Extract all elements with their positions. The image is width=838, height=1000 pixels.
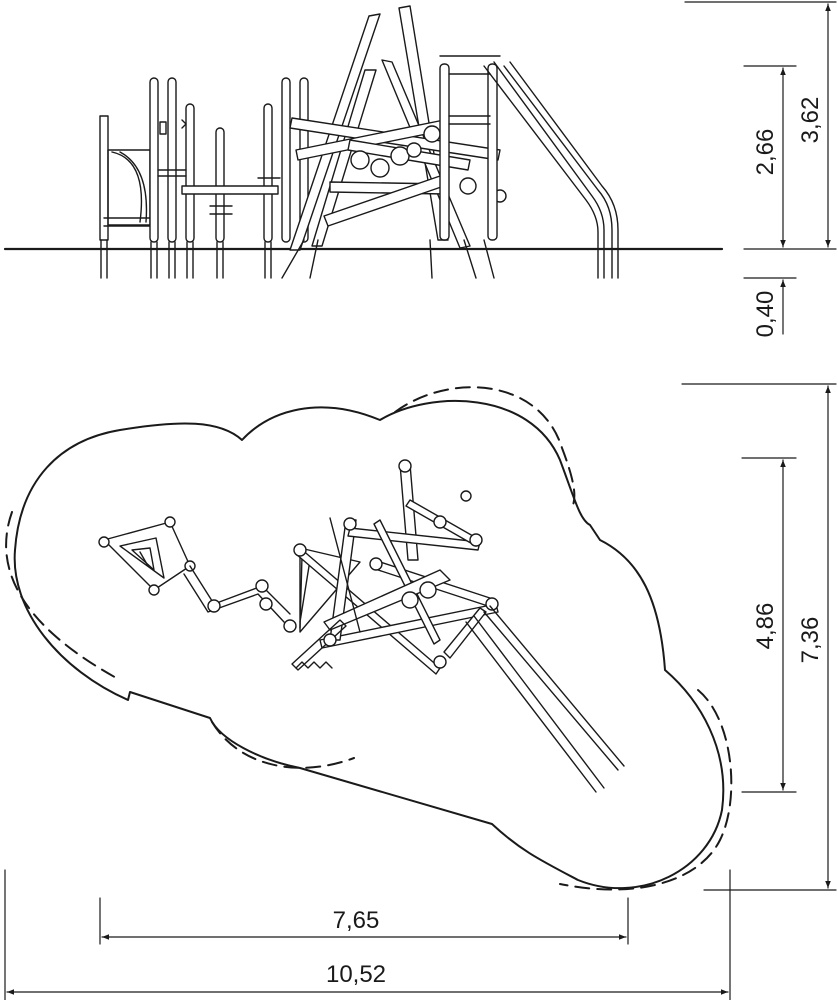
side-elevation-view: 2,66 3,62 0,40 (3, 1, 837, 338)
plan-slide (465, 605, 625, 793)
plan-view: 4,86 7,36 7,65 10,52 (4, 383, 837, 1000)
left-tower (99, 115, 151, 279)
posts-group (149, 77, 309, 279)
safety-zone-outline (13, 400, 725, 890)
safety-zone-dashed-extension (5, 386, 733, 891)
elevation-dimensions: 2,66 3,62 0,40 (684, 1, 837, 338)
height-platform-label: 2,66 (752, 129, 779, 176)
plan-width-zone-label: 10,52 (326, 961, 386, 988)
plan-triangle-platform (98, 516, 196, 596)
plan-depth-zone-label: 7,36 (797, 617, 824, 664)
plan-width-equipment-label: 7,65 (333, 907, 380, 934)
plan-depth-equipment-label: 4,86 (752, 603, 779, 650)
plan-climbing-structure (291, 459, 499, 675)
plan-bridge (183, 565, 297, 633)
foundation-depth-label: 0,40 (752, 291, 779, 338)
plan-dimensions: 4,86 7,36 7,65 10,52 (4, 383, 837, 1000)
height-total-label: 3,62 (797, 97, 824, 144)
slide-tower (439, 55, 619, 279)
climbing-frame (281, 5, 507, 279)
